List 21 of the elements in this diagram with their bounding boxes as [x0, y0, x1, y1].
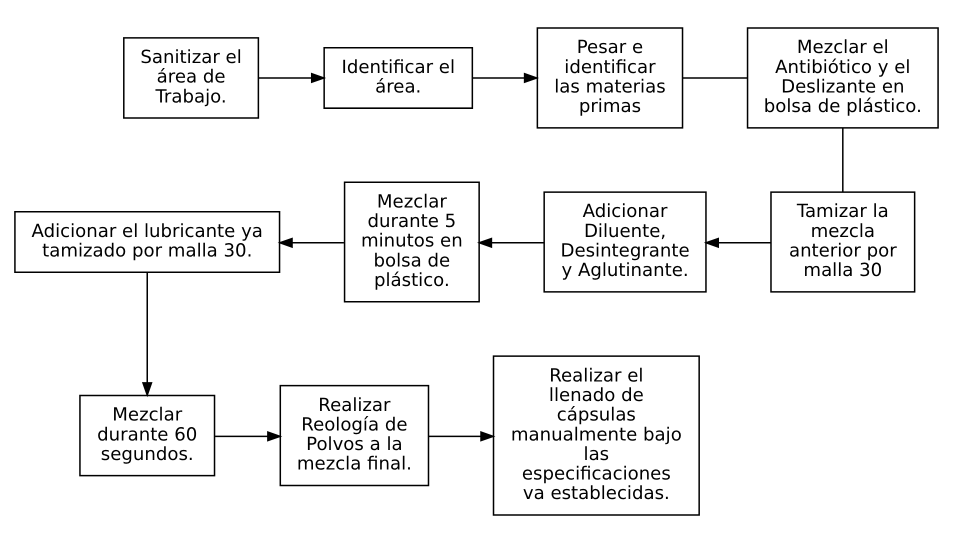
node-box: Pesar e identificar las materias primas — [536, 26, 684, 128]
node-box: Mezclar durante 5 minutos en bolsa de plástico. — [344, 181, 480, 302]
connector — [842, 128, 844, 192]
node-box: Tamizar la mezcla anterior por malla 30 — [770, 190, 916, 292]
arrow — [428, 430, 496, 442]
node-box: Adicionar el lubricante ya tamizado por malla 30. — [14, 210, 280, 272]
node-box: Mezclar el Antibiótico y el Deslizante en bolsa de plástico. — [746, 26, 939, 128]
node-box: Realizar Reología de Polvos a la mezcla final. — [280, 384, 430, 486]
node-box: Adicionar Diluente, Desintegrante y Aglutinante. — [543, 190, 707, 292]
node-box: Identificar el área. — [323, 46, 474, 108]
arrow — [472, 72, 539, 83]
node-box: Mezclar durante 60 segundos. — [79, 394, 216, 476]
arrow — [278, 236, 344, 248]
node-box: Sanitizar el área de Trabajo. — [123, 36, 260, 118]
arrow — [258, 72, 326, 83]
arrow — [704, 236, 771, 248]
node-box: Realizar el llenado de cápsulas manualmente bajo las especificaciones va establecidas. — [492, 354, 700, 516]
arrow — [215, 430, 282, 442]
arrow — [477, 236, 544, 248]
arrow — [142, 272, 153, 397]
connector — [682, 76, 748, 78]
